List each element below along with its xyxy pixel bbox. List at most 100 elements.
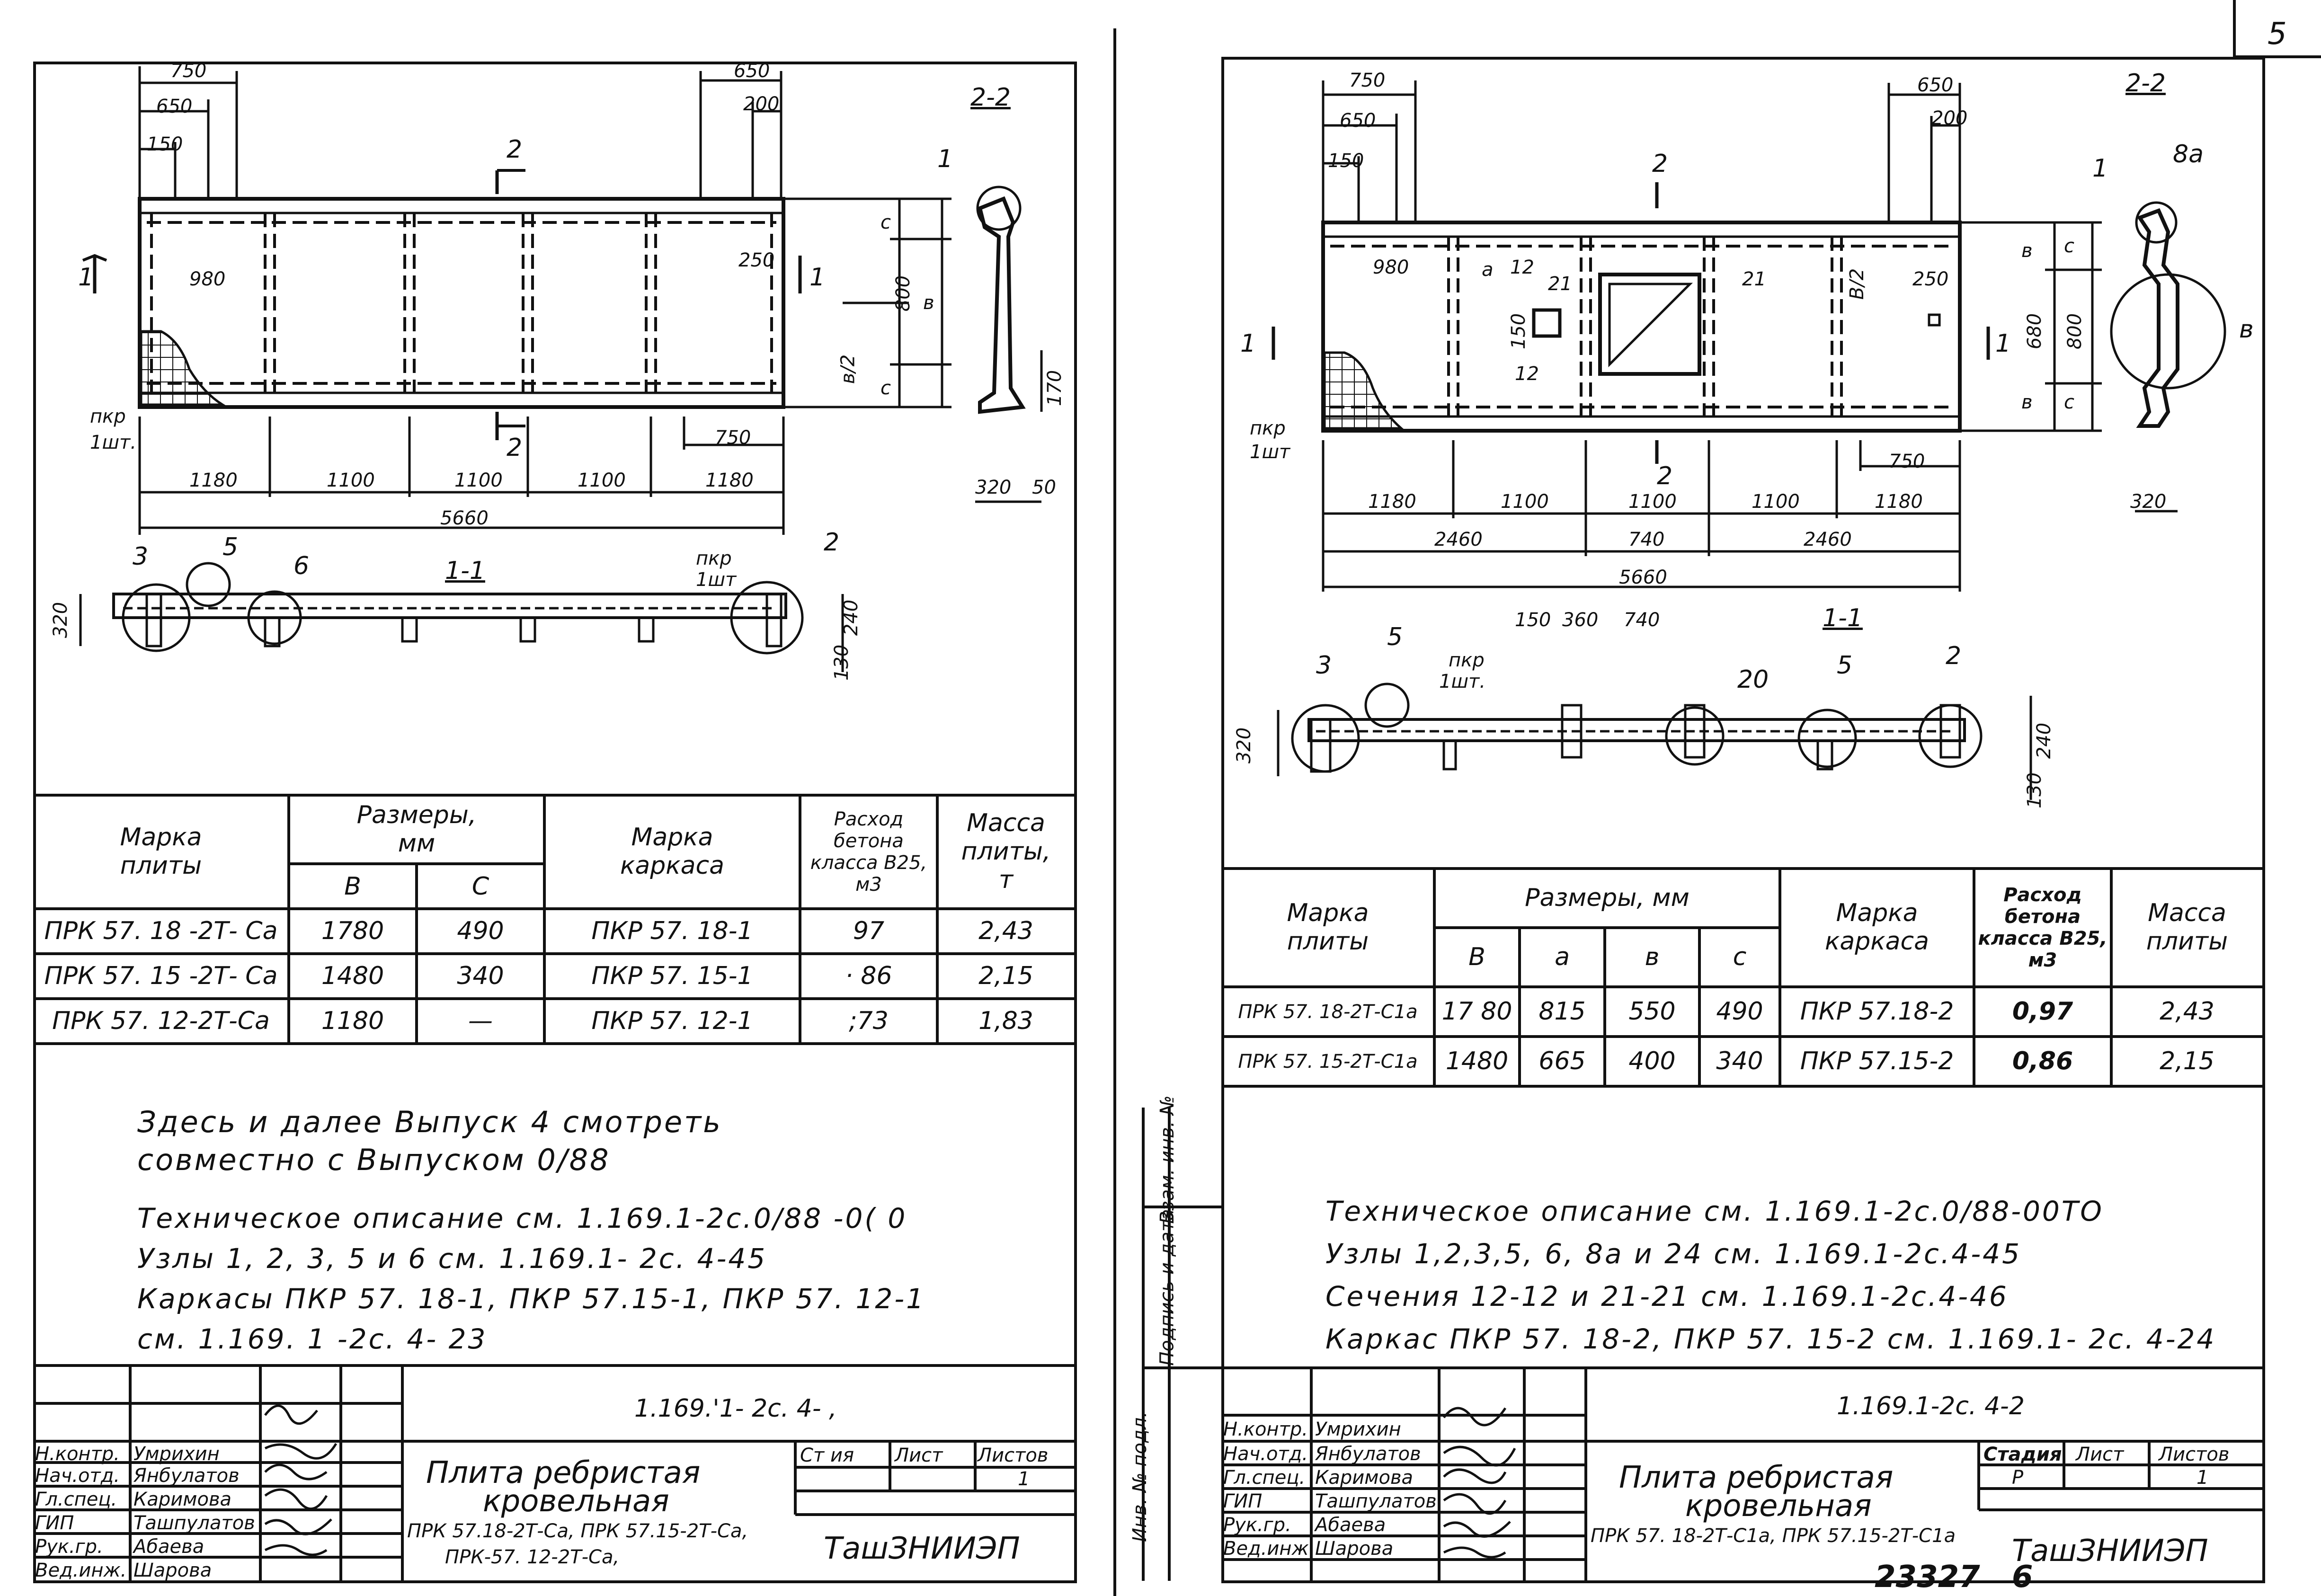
cut-mark-bottom: 2 (1657, 462, 1673, 490)
stage-value: Р (2012, 1467, 2024, 1489)
role: Вед.инж. (1223, 1538, 1315, 1560)
stamp-title: Плита ребристая (426, 1455, 701, 1490)
node-5-a: 5 (1387, 623, 1403, 651)
rt-r1-mass: 2,15 (2160, 1046, 2214, 1075)
section-11-label: 1-1 (1823, 604, 1863, 632)
lt-h-c: С (471, 872, 489, 901)
rt-h-bb: в (1645, 942, 1660, 971)
role: Нач.отд. (1223, 1443, 1308, 1465)
dim-bottom-2: 1100 (1501, 491, 1549, 513)
dim-mid-1: 2460 (1434, 529, 1483, 550)
rt-r0-c: 490 (1716, 997, 1763, 1026)
dim-bottom-2: 1100 (327, 470, 375, 491)
dim-12-bottom: 12 (1515, 363, 1539, 385)
role: ГИП (35, 1512, 74, 1534)
lt-r0-concrete: 97 (853, 917, 885, 946)
cut-mark-bottom: 2 (507, 434, 523, 462)
dim-150-top: 150 (1328, 150, 1364, 172)
stamp-subtitle: ПРК 57. 18-2Т-С1а, ПРК 57.15-2Т-С1а (1591, 1525, 1956, 1547)
dim-150-side: 150 (1508, 313, 1530, 350)
note-line: Сечения 12-12 и 21-21 см. 1.169.1-2с.4-4… (1325, 1280, 2009, 1312)
rt-h-mass: Масса плиты (2146, 899, 2228, 956)
dim-bottom-1: 1180 (189, 470, 238, 491)
rt-r1-a: 665 (1538, 1046, 1586, 1075)
lt-r1-c: 340 (457, 962, 504, 991)
lt-r1-b: 1480 (321, 962, 384, 991)
section-dim-130: 130 (2024, 772, 2046, 809)
stage-header: Стадия (1983, 1444, 2062, 1465)
name: Умрихин (1315, 1419, 1401, 1440)
sheets-value: 1 (2197, 1467, 2209, 1489)
dim-250: 250 (1912, 268, 1949, 290)
dim-750-top: 750 (1349, 70, 1386, 91)
node-2: 2 (1946, 642, 1962, 670)
dim-mid-2: 740 (1628, 529, 1665, 550)
dim-650-top: 650 (156, 96, 193, 117)
node-2: 2 (824, 528, 840, 557)
dim-200-right: 200 (1931, 107, 1968, 129)
dim-bottom-5: 1180 (1875, 491, 1923, 513)
stamp-title: кровельная (483, 1484, 669, 1519)
node-20: 20 (1737, 665, 1769, 694)
pkr-qty: 1шт. (90, 432, 137, 453)
lt-r2-b: 1180 (321, 1007, 384, 1036)
node-3: 3 (1316, 651, 1332, 680)
lt-r0-c: 490 (457, 917, 504, 946)
lt-r2-concrete: ;73 (849, 1007, 889, 1036)
side-dim-c-bottom: с (2064, 391, 2074, 413)
stamp-subtitle: ПРК-57. 12-2Т-Са, (445, 1546, 620, 1568)
lt-r1-frame: ПКР 57. 15-1 (591, 962, 753, 991)
section-11-label: 1-1 (445, 557, 485, 585)
cut-mark-top: 2 (507, 135, 523, 164)
left-plan-view (79, 66, 1043, 672)
role: Вед.инж. (35, 1560, 127, 1581)
side-dim-b-top: в (2021, 240, 2033, 262)
dim-c-top: c (880, 212, 891, 233)
dim-250: 250 (738, 249, 775, 271)
rt-r1-b: 1480 (1445, 1046, 1509, 1075)
note-line: совместно с Выпуском 0/88 (137, 1143, 611, 1177)
lt-r0-b: 1780 (321, 917, 384, 946)
pkr-label: пкр (90, 406, 126, 427)
dim-bottom-3: 1100 (454, 470, 503, 491)
node-1: 1 (937, 145, 953, 173)
rt-r0-mass: 2,43 (2160, 997, 2214, 1026)
dim-bottom-1: 1180 (1368, 491, 1416, 513)
rt-h-a: а (1555, 942, 1570, 971)
stamp-title: кровельная (1685, 1489, 1872, 1524)
dim-bottom-4: 1100 (578, 470, 626, 491)
sheets-header: Листов (2159, 1444, 2230, 1465)
strip-sign: Подпись и дата (1156, 1209, 1178, 1366)
name: Абаева (1315, 1514, 1386, 1536)
page-number: 5 (2268, 17, 2287, 52)
dim-750-bottom: 750 (715, 427, 751, 449)
dim-total: 5660 (1619, 567, 1667, 588)
note-line: Каркас ПКР 57. 18-2, ПКР 57. 15-2 см. 1.… (1325, 1323, 2216, 1355)
pkr-section-label: пкр (1449, 649, 1485, 671)
section-top-150: 150 (1515, 609, 1551, 631)
dim-21: 21 (1742, 268, 1766, 290)
rt-h-c: с (1733, 942, 1747, 971)
rt-h-concrete: Расход бетона класса В25, м3 (1978, 884, 2108, 971)
lt-h-concrete: Расход бетона класса В25, м3 (810, 808, 927, 896)
cut-1-right: 1 (809, 263, 826, 292)
role: Рук.гр. (35, 1536, 103, 1558)
sheet-header: Лист (2076, 1444, 2124, 1465)
dim-b2: В/2 (1846, 268, 1868, 300)
side-dim-800: 800 (2064, 313, 2086, 350)
name: Ташпулатов (133, 1512, 255, 1534)
pkr-section-label: пкр (696, 548, 732, 569)
dim-b2: в/2 (837, 354, 859, 384)
name: Ташпулатов (1315, 1490, 1437, 1512)
archive-number: 23327 (1875, 1560, 1980, 1595)
stamp-title: Плита ребристая (1619, 1460, 1894, 1495)
dim-750-top: 750 (170, 60, 207, 82)
stamp-subtitle: ПРК 57.18-2Т-Са, ПРК 57.15-2Т-Са, (407, 1520, 748, 1542)
role: Гл.спец. (1223, 1467, 1306, 1489)
dim-50-side: 50 (1032, 477, 1056, 498)
left-stamp-lines (33, 1364, 1075, 1581)
name: Шарова (133, 1560, 212, 1581)
dim-a: а (1482, 259, 1494, 281)
cut-1-left: 1 (78, 263, 94, 292)
